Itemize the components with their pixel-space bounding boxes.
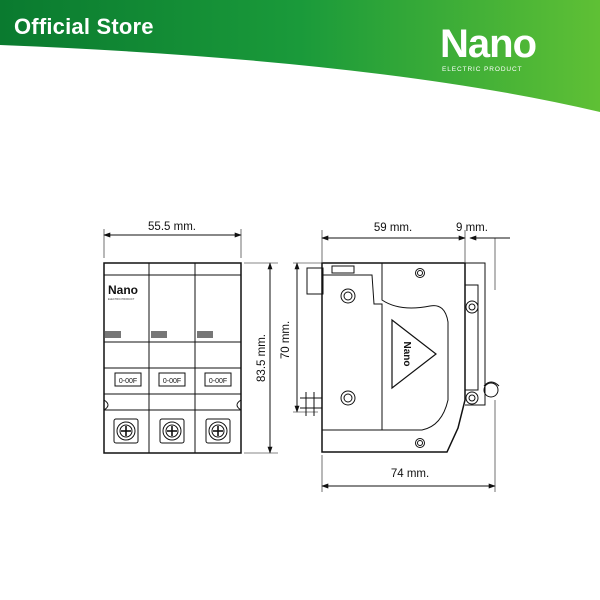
side-width-label: 59 mm. (374, 222, 412, 234)
front-housing (103, 262, 242, 454)
side-depth-label: 74 mm. (391, 468, 429, 480)
pole-label-box-2 (158, 372, 186, 387)
front-width-label: 55.5 mm. (148, 221, 196, 233)
header-banner (0, 0, 600, 130)
side-height-label: 70 mm. (280, 321, 292, 359)
brand-tagline: ELECTRIC PRODUCT (442, 66, 523, 73)
pole-label-2: 0-00F (163, 378, 181, 385)
side-screw-icon (465, 391, 479, 405)
terminal-screw-icon (205, 418, 231, 444)
side-screw-icon (415, 438, 425, 448)
front-height-label: 83.5 mm. (256, 334, 268, 382)
side-view (293, 230, 510, 492)
pole-label-box-3 (204, 372, 232, 387)
side-logo: Nano (401, 342, 412, 367)
brand-name: Nano (440, 22, 537, 66)
pole-label-3: 0-00F (209, 378, 227, 385)
pole-label-1: 0-00F (119, 378, 137, 385)
side-top-slot (331, 265, 355, 274)
pole-label-box-1 (114, 372, 142, 387)
terminal-screw-icon (159, 418, 185, 444)
side-screw-icon (340, 288, 356, 304)
side-extension-label: 9 mm. (456, 222, 488, 234)
side-screw-icon (465, 300, 479, 314)
brand-logo: Nano (440, 22, 537, 66)
pole-indicator-2 (151, 331, 167, 338)
header-background (0, 0, 600, 112)
device-tagline: ELECTRIC PRODUCT (108, 297, 135, 301)
side-screw-icon (415, 268, 425, 278)
side-screw-icon (340, 390, 356, 406)
official-store-label: Official Store (14, 14, 154, 39)
terminal-screw-icon (113, 418, 139, 444)
pole-indicator-3 (197, 331, 213, 338)
front-view (103, 229, 278, 454)
side-logo-triangle (391, 318, 437, 390)
device-logo: Nano (108, 283, 138, 297)
pole-indicator-1 (105, 331, 121, 338)
